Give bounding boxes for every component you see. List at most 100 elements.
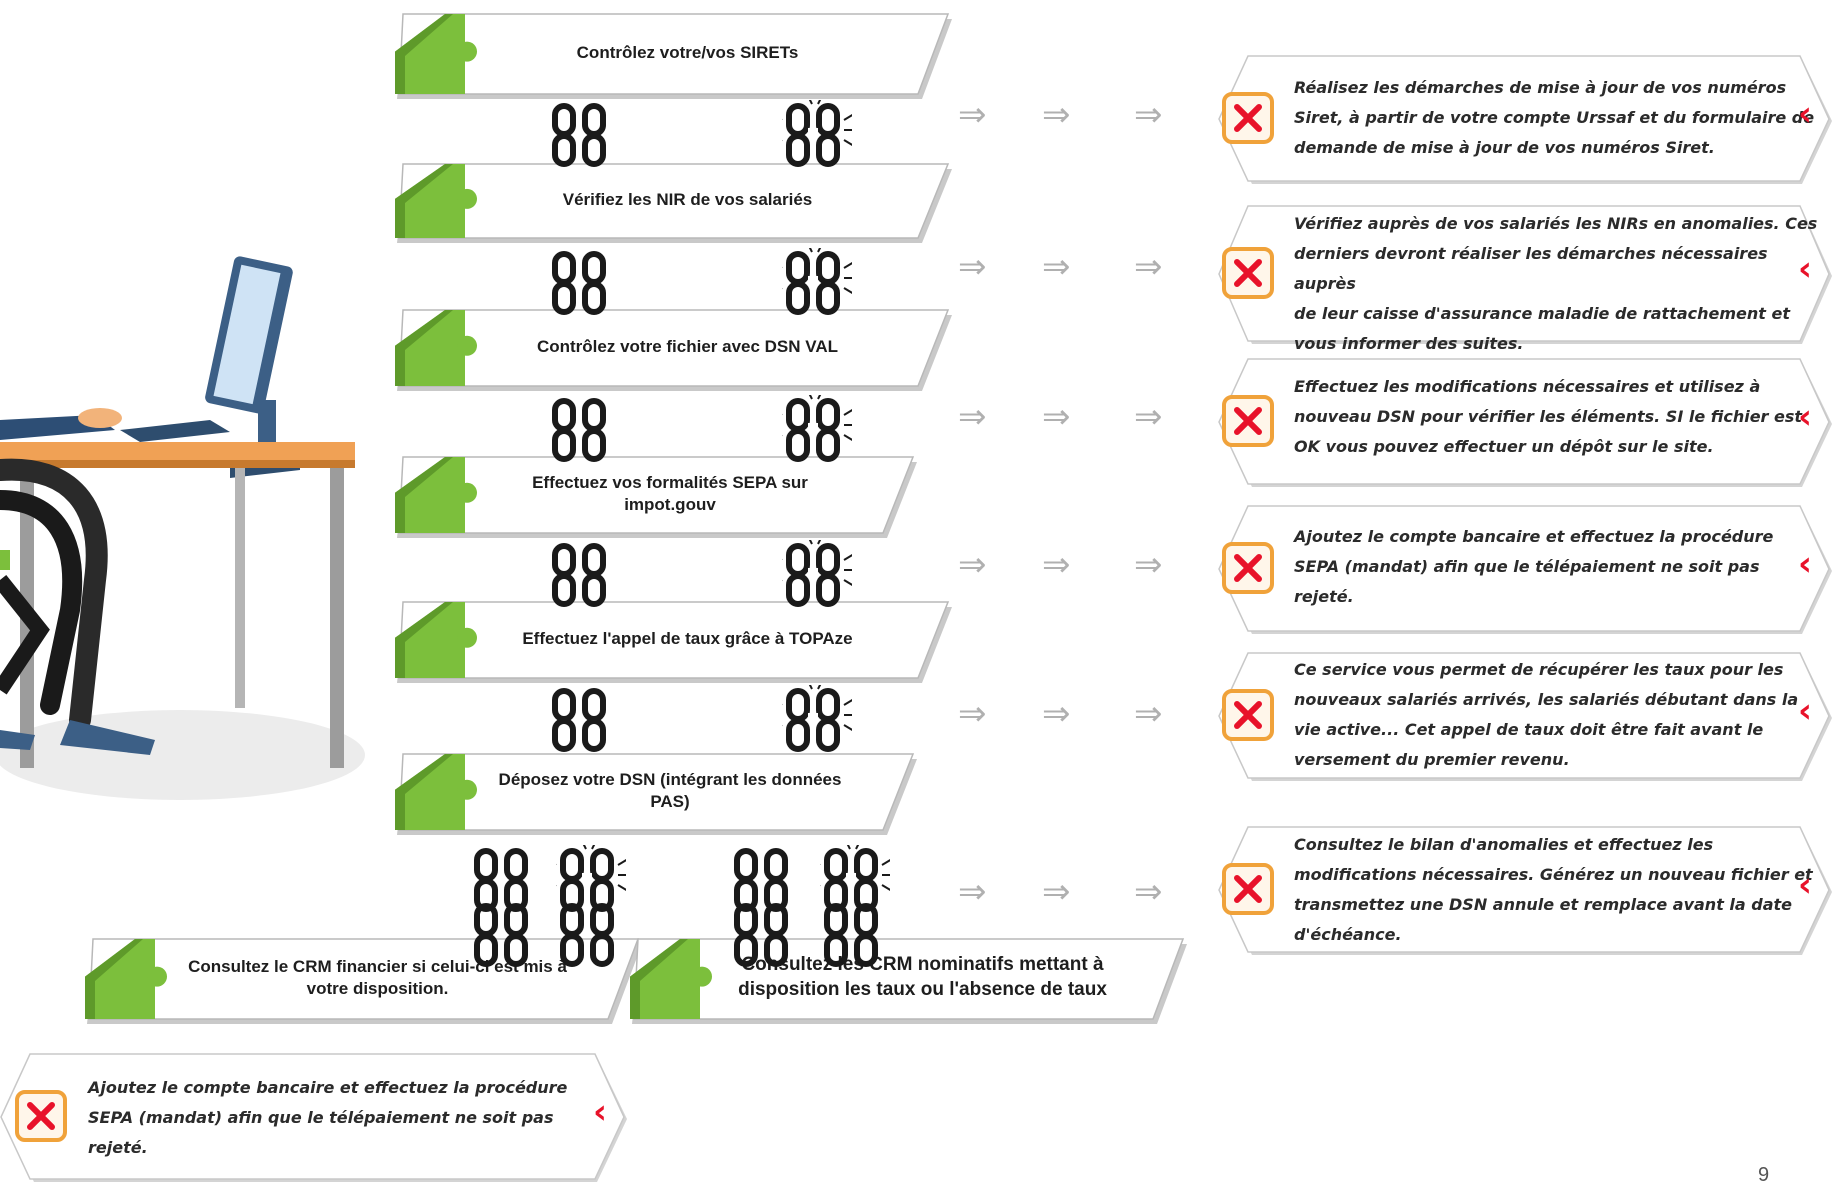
broken-chain-icon — [768, 535, 858, 615]
chevron-left-icon: ‹ — [593, 1092, 608, 1132]
step-banner-4: Effectuez vos formalités SEPA sur impot.… — [395, 455, 917, 539]
arrow-right-icon: ⇒ — [1134, 95, 1163, 135]
arrow-right-icon: ⇒ — [1134, 872, 1163, 912]
result-text-line: vous informer des suites. — [1294, 334, 1524, 353]
arrow-right-icon: ⇒ — [1134, 545, 1163, 585]
arrow-right-icon: ⇒ — [1134, 397, 1163, 437]
result-text-line: Vérifiez auprès de vos salariés les NIRs… — [1294, 214, 1818, 233]
arrow-right-icon: ⇒ — [958, 95, 987, 135]
chevron-left-icon: ‹ — [1798, 544, 1813, 584]
result-text-line: demande de mise à jour de vos numéros Si… — [1294, 138, 1715, 157]
arrow-right-icon: ⇒ — [1134, 694, 1163, 734]
result-text-line: nouveau DSN pour vérifier les éléments. … — [1294, 407, 1803, 426]
arrow-right-icon: ⇒ — [1042, 694, 1071, 734]
arrow-right-icon: ⇒ — [1042, 247, 1071, 287]
broken-chain-icon — [768, 243, 858, 323]
error-cross-icon — [1221, 541, 1275, 595]
result-text-line: modifications nécessaires. Générez un no… — [1294, 865, 1813, 884]
step-banner-6: Déposez votre DSN (intégrant les données… — [395, 752, 917, 836]
chevron-left-icon: ‹ — [1798, 865, 1813, 905]
page-number: 9 — [1758, 1164, 1770, 1186]
error-cross-icon — [14, 1089, 68, 1143]
arrow-right-icon: ⇒ — [958, 872, 987, 912]
arrow-right-icon: ⇒ — [1042, 872, 1071, 912]
result-box-5: Ce service vous permet de récupérer les … — [1218, 652, 1832, 781]
error-cross-icon — [1221, 688, 1275, 742]
step-label: Vérifiez les NIR de vos salariés — [562, 189, 813, 209]
result-text: Vérifiez auprès de vos salariés les NIRs… — [1294, 209, 1830, 359]
result-text-line: transmettez une DSN annule et remplace a… — [1294, 895, 1793, 914]
result-text: Ajoutez le compte bancaire et effectuez … — [1294, 522, 1773, 612]
broken-chain-icon — [768, 95, 858, 175]
arrow-right-icon: ⇒ — [958, 545, 987, 585]
result-box-7: Ajoutez le compte bancaire et effectuez … — [0, 1053, 627, 1182]
result-text-line: Réalisez les démarches de mise à jour de… — [1294, 78, 1787, 97]
arrow-right-icon: ⇒ — [1134, 247, 1163, 287]
result-text-line: nouveaux salariés arrivés, les salariés … — [1294, 690, 1799, 709]
result-text: Consultez le bilan d'anomalies et effect… — [1294, 830, 1813, 950]
error-cross-icon — [1221, 394, 1275, 448]
arrow-right-icon: ⇒ — [958, 694, 987, 734]
result-text-line: SEPA (mandat) afin que le télépaiement n… — [1294, 557, 1760, 576]
result-box-1: Réalisez les démarches de mise à jour de… — [1218, 55, 1832, 184]
step-banner-8: Consultez les CRM nominatifs mettant à d… — [630, 937, 1187, 1025]
result-box-2: Vérifiez auprès de vos salariés les NIRs… — [1218, 205, 1832, 353]
step-label: Effectuez vos formalités SEPA sur impot.… — [532, 472, 808, 514]
result-box-3: Effectuez les modifications nécessaires … — [1218, 358, 1832, 487]
chain-icon — [730, 900, 800, 975]
chevron-left-icon: ‹ — [1798, 691, 1813, 731]
result-text-line: rejeté. — [88, 1138, 148, 1157]
chain-icon — [548, 248, 618, 323]
chain-icon — [470, 900, 540, 975]
result-text-line: Siret, à partir de votre compte Urssaf e… — [1294, 108, 1815, 127]
broken-chain-icon — [768, 680, 858, 760]
result-text-line: Ce service vous permet de récupérer les … — [1294, 660, 1784, 679]
result-text: Ajoutez le compte bancaire et effectuez … — [88, 1073, 567, 1163]
chain-icon — [548, 685, 618, 760]
arrow-right-icon: ⇒ — [1042, 545, 1071, 585]
chevron-left-icon: ‹ — [1798, 94, 1813, 134]
result-text-line: rejeté. — [1294, 587, 1354, 606]
broken-chain-icon — [542, 840, 632, 920]
error-cross-icon — [1221, 246, 1275, 300]
step-banner-3: Contrôlez votre fichier avec DSN VAL — [395, 308, 952, 392]
step-label: Consultez le CRM financier si celui-ci e… — [188, 956, 567, 998]
chain-icon — [556, 900, 626, 975]
result-text-line: OK vous pouvez effectuer un dépôt sur le… — [1294, 437, 1714, 456]
result-text-line: derniers devront réaliser les démarches … — [1294, 244, 1768, 293]
result-box-6: Consultez le bilan d'anomalies et effect… — [1218, 826, 1832, 955]
result-text-line: Ajoutez le compte bancaire et effectuez … — [1294, 527, 1774, 546]
result-text-line: versement du premier revenu. — [1294, 750, 1570, 769]
step-label: Effectuez l'appel de taux grâce à TOPAze — [522, 628, 853, 648]
result-text-line: Effectuez les modifications nécessaires … — [1294, 377, 1761, 396]
error-cross-icon — [1221, 862, 1275, 916]
step-label: Déposez votre DSN (intégrant les données… — [498, 769, 842, 811]
chevron-left-icon: ‹ — [1798, 397, 1813, 437]
result-text: Effectuez les modifications nécessaires … — [1294, 372, 1802, 462]
chain-icon — [548, 540, 618, 615]
step-label: Contrôlez votre/vos SIRETs — [576, 42, 799, 62]
result-text: Ce service vous permet de récupérer les … — [1294, 655, 1798, 775]
arrow-right-icon: ⇒ — [1042, 95, 1071, 135]
arrow-right-icon: ⇒ — [1042, 397, 1071, 437]
chain-icon — [548, 100, 618, 175]
step-label: Contrôlez votre fichier avec DSN VAL — [536, 336, 839, 356]
step-banner-1: Contrôlez votre/vos SIRETs — [395, 12, 952, 100]
result-text-line: Ajoutez le compte bancaire et effectuez … — [88, 1078, 568, 1097]
result-text-line: d'échéance. — [1294, 925, 1402, 944]
result-text-line: SEPA (mandat) afin que le télépaiement n… — [88, 1108, 554, 1127]
result-text-line: de leur caisse d'assurance maladie de ra… — [1294, 304, 1790, 323]
chevron-left-icon: ‹ — [1798, 249, 1813, 289]
step-banner-2: Vérifiez les NIR de vos salariés — [395, 162, 952, 244]
step-banner-5: Effectuez l'appel de taux grâce à TOPAze — [395, 600, 952, 684]
result-text: Réalisez les démarches de mise à jour de… — [1294, 73, 1814, 163]
chain-icon — [548, 395, 618, 470]
result-text-line: Consultez le bilan d'anomalies et effect… — [1294, 835, 1714, 854]
office-worker-illustration — [0, 256, 365, 800]
error-cross-icon — [1221, 91, 1275, 145]
result-box-4: Ajoutez le compte bancaire et effectuez … — [1218, 505, 1832, 634]
step-banner-7: Consultez le CRM financier si celui-ci e… — [85, 937, 642, 1025]
chain-icon — [820, 900, 890, 975]
arrow-right-icon: ⇒ — [958, 397, 987, 437]
arrow-right-icon: ⇒ — [958, 247, 987, 287]
